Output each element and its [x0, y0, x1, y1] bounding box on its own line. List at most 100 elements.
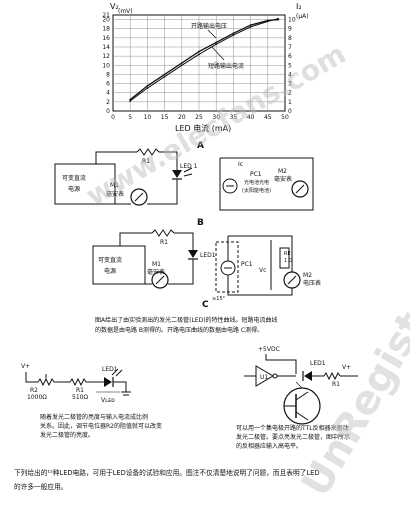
chart-series — [129, 17, 280, 102]
y-right-tick-label: 1 — [288, 99, 292, 106]
led1-ray-d2 — [115, 369, 123, 377]
y-left-tick-label: 16 — [102, 35, 110, 42]
wire-d-gnd — [113, 381, 127, 392]
x-tick-label: 20 — [178, 114, 186, 121]
m1-type-b: 毫安表 — [106, 190, 124, 198]
x-tick-label: 25 — [195, 114, 203, 121]
potentiometer-r2-d — [37, 377, 55, 387]
y-left-tick-label: 14 — [102, 44, 110, 51]
vcc-label-e: +5VDC — [258, 346, 280, 353]
m2-label-b: M2 — [278, 168, 287, 175]
x-tick-label: 45 — [264, 114, 272, 121]
caption-e-line3: 的反相器应输入高电平。 — [236, 442, 302, 450]
led1-label-b: LED 1 — [180, 163, 198, 170]
r2-value-d: 1000Ω — [27, 394, 47, 401]
y-left-axis-unit: (mV) — [118, 8, 133, 15]
caption-d-line3: 发光二极管的亮度。 — [40, 431, 94, 439]
y-right-tick-label: 8 — [288, 35, 292, 42]
led1-label-e: LED1 — [310, 360, 326, 367]
x-tick-label: 10 — [144, 114, 152, 121]
wire-c-right — [174, 232, 194, 250]
m1-label-c: M1 — [152, 261, 161, 268]
resistor-r1-b — [136, 148, 160, 156]
series-line-open-voltage — [129, 18, 279, 101]
x-tick-label: 30 — [212, 114, 220, 121]
r1-value-d: 510Ω — [72, 394, 88, 401]
re-value-c: 1 G — [284, 258, 293, 264]
bottom-text-line1: 下列给出的¹²种LED电路，可用于LED设备的试验和应用。图注不仅清楚地说明了问… — [14, 468, 319, 477]
figure-a-label: A — [197, 141, 204, 151]
y-right-axis-unit: (µA) — [296, 13, 309, 20]
resistor-r1-d — [69, 377, 87, 387]
caption-e-line2: 发光二极管。要点亮发光二极管，图中所示 — [236, 433, 350, 441]
y-right-tick-label: 3 — [288, 81, 292, 88]
series-point — [232, 32, 235, 35]
led1-symbol-d — [104, 377, 112, 387]
dc-source-label-c1: 可变直流 — [98, 256, 122, 264]
transistor-collector-e — [295, 391, 309, 401]
series-pointer-open — [207, 29, 217, 39]
circuit-d-brightness: V+ R2 1000Ω R1 510Ω LED1 Vʟᴇᴅ 随着发光二极管的亮度… — [21, 363, 162, 439]
callout-e — [295, 381, 303, 389]
ic-label-b: Iᴄ — [238, 161, 243, 168]
y-right-tick-label: 10 — [288, 17, 296, 24]
series-point — [180, 62, 183, 64]
r1-label-b: R1 — [142, 158, 150, 165]
gap-label-c: ≥15° — [212, 296, 226, 302]
series-point — [277, 17, 280, 20]
y-right-tick-label: 6 — [288, 53, 292, 60]
caption-d-line1: 随着发光二极管的亮度与输入电流成比例 — [40, 413, 148, 421]
y-right-axis-label: I₂ — [296, 2, 302, 11]
m2-type-b: 毫安表 — [274, 175, 292, 183]
r1-label-d: R1 — [76, 387, 84, 394]
wire-c-top — [119, 232, 152, 246]
m2-type-c: 电压表 — [303, 279, 321, 287]
r1-label-e: R1 — [332, 381, 340, 388]
series-point — [215, 41, 218, 44]
inverter-bubble-e — [272, 373, 278, 379]
x-tick-label: 35 — [230, 114, 238, 121]
y-right-tick-label: 5 — [288, 62, 292, 69]
re-label-c: RE — [284, 251, 291, 257]
y-left-axis-label: V₂ — [110, 2, 119, 11]
y-left-tick-label: 6 — [106, 81, 110, 88]
led1-label-d: LED1 — [102, 366, 118, 373]
wire-pc-loop-b — [219, 157, 314, 211]
series-pointer-short — [211, 46, 225, 61]
x-axis-label: LED 电流 (mA) — [175, 123, 231, 133]
wire-b-right — [159, 151, 178, 170]
series-point — [180, 64, 183, 67]
meter-m1-needle-b — [134, 192, 144, 202]
led1-ray-b2 — [183, 173, 193, 177]
m2-label-c: M2 — [303, 272, 312, 279]
series-point — [249, 24, 252, 26]
wire-b-led-down — [147, 179, 178, 205]
series-point — [198, 53, 200, 56]
wire-b-top — [95, 151, 137, 164]
y-left-tick-label: 4 — [106, 90, 110, 97]
caption-e-line1: 可以用一个集电极开路的TTL反相器来驱动 — [236, 424, 349, 432]
y-right-tick-label: 2 — [288, 90, 292, 97]
dc-source-label-b1: 可变直流 — [62, 174, 86, 182]
figure-c-circuit: 可变直流 电源 R1 LED1 M1 毫安表 PC1 Vᴄ RE 1 G M2 … — [92, 229, 321, 310]
led1-symbol-b — [172, 170, 182, 178]
y-left-tick-label: 12 — [102, 53, 110, 60]
y-right-tick-label: 4 — [288, 71, 292, 78]
x-tick-label: 50 — [281, 114, 289, 121]
dc-source-box-c — [92, 245, 146, 285]
vled-label-d: Vʟᴇᴅ — [101, 397, 115, 404]
dc-source-label-b2: 电源 — [68, 185, 80, 193]
photocell-enclosure-c — [215, 241, 239, 293]
r2-label-d: R2 — [30, 387, 38, 394]
transistor-emitter-e — [295, 411, 309, 421]
y-right-tick-label: 7 — [288, 44, 292, 51]
series-point — [198, 50, 200, 53]
y-left-tick-label: 21 — [102, 12, 110, 19]
series-point — [232, 34, 235, 37]
y-left-tick-label: 8 — [106, 71, 110, 78]
